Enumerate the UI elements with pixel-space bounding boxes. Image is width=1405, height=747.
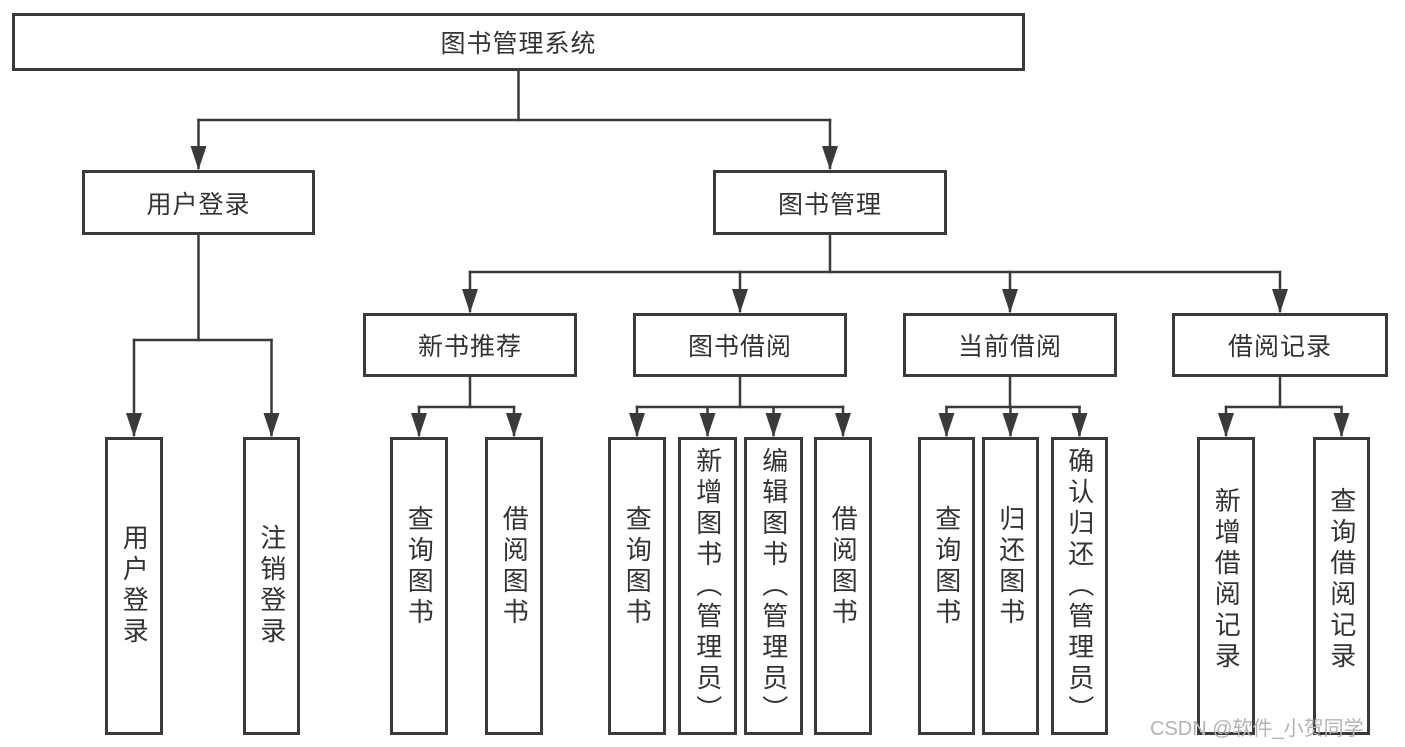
leaf-query-books-current: 查询图书 bbox=[918, 437, 975, 735]
leaf-query-books-borrowing: 查询图书 bbox=[608, 437, 666, 735]
leaf-edit-books-admin: 编辑图书（管理员） bbox=[744, 437, 803, 735]
node-borrowing-records: 借阅记录 bbox=[1172, 313, 1388, 377]
leaf-query-books-recommend: 查询图书 bbox=[390, 437, 448, 735]
leaf-logout: 注销登录 bbox=[243, 437, 300, 735]
leaf-borrow-books-recommend: 借阅图书 bbox=[485, 437, 543, 735]
node-book-borrowing: 图书借阅 bbox=[633, 313, 847, 377]
node-library-system: 图书管理系统 bbox=[12, 13, 1025, 71]
leaf-confirm-return-admin: 确认归还（管理员） bbox=[1051, 437, 1108, 735]
leaf-add-books-admin: 新增图书（管理员） bbox=[678, 437, 737, 735]
node-new-book-recommendation: 新书推荐 bbox=[363, 313, 577, 377]
csdn-watermark: CSDN @软件_小贺同学 bbox=[1150, 718, 1364, 740]
node-book-management: 图书管理 bbox=[713, 170, 947, 235]
leaf-borrow-books: 借阅图书 bbox=[814, 437, 872, 735]
leaf-user-login: 用户登录 bbox=[105, 437, 163, 735]
node-current-borrowing: 当前借阅 bbox=[903, 313, 1117, 377]
leaf-return-books: 归还图书 bbox=[982, 437, 1039, 735]
leaf-query-borrow-record: 查询借阅记录 bbox=[1313, 437, 1370, 735]
leaf-add-borrow-record: 新增借阅记录 bbox=[1197, 437, 1255, 735]
node-user-login: 用户登录 bbox=[82, 170, 315, 235]
